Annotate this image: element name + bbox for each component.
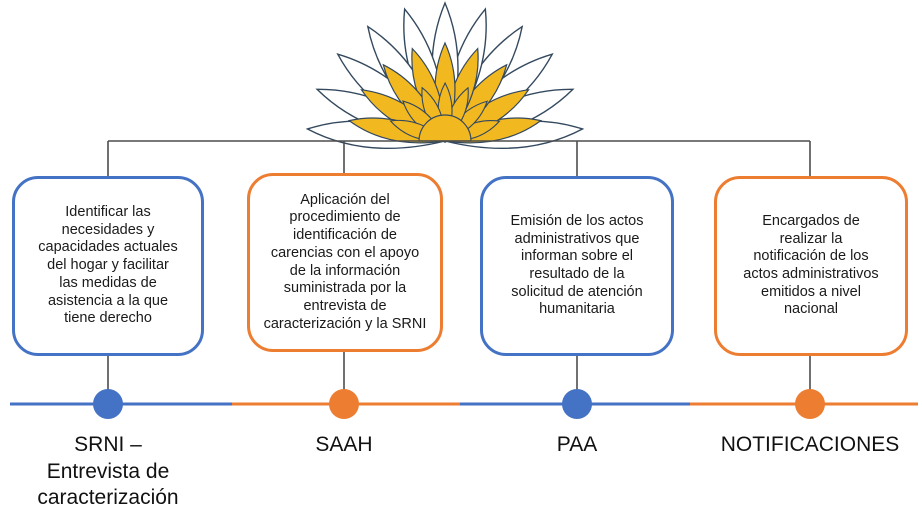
step-label-1: SRNI – Entrevista de caracterización: [8, 432, 208, 512]
step-card-3: Emisión de los actos administrativos que…: [480, 176, 674, 356]
timeline-stems: [107, 352, 811, 390]
timeline-dot-3: [562, 389, 592, 419]
step-card-1-text: Identificar las necesidades y capacidade…: [38, 204, 178, 327]
step-card-1: Identificar las necesidades y capacidade…: [12, 176, 204, 356]
step-label-3-text: PAA: [556, 433, 598, 456]
timeline-dot-4: [795, 389, 825, 419]
step-card-2-text: Aplicación del procedimiento de identifi…: [263, 191, 427, 332]
step-label-4-text: NOTIFICACIONES: [720, 433, 900, 456]
step-label-2-text: SAAH: [315, 433, 373, 456]
step-label-4: NOTIFICACIONES: [700, 432, 920, 459]
step-card-2: Aplicación del procedimiento de identifi…: [247, 173, 443, 352]
step-label-2: SAAH: [274, 432, 414, 459]
timeline-dot-2: [329, 389, 359, 419]
step-card-4-text: Encargados de realizar la notificación d…: [743, 212, 879, 318]
step-label-1-text: SRNI – Entrevista de caracterización: [37, 433, 179, 510]
bracket-connector: [107, 140, 811, 176]
step-label-3: PAA: [517, 432, 637, 459]
step-card-3-text: Emisión de los actos administrativos que…: [510, 212, 644, 318]
mandala-center: [418, 114, 472, 142]
step-card-4: Encargados de realizar la notificación d…: [714, 176, 908, 356]
mandala-ornament: [305, 1, 585, 150]
timeline-dot-1: [93, 389, 123, 419]
